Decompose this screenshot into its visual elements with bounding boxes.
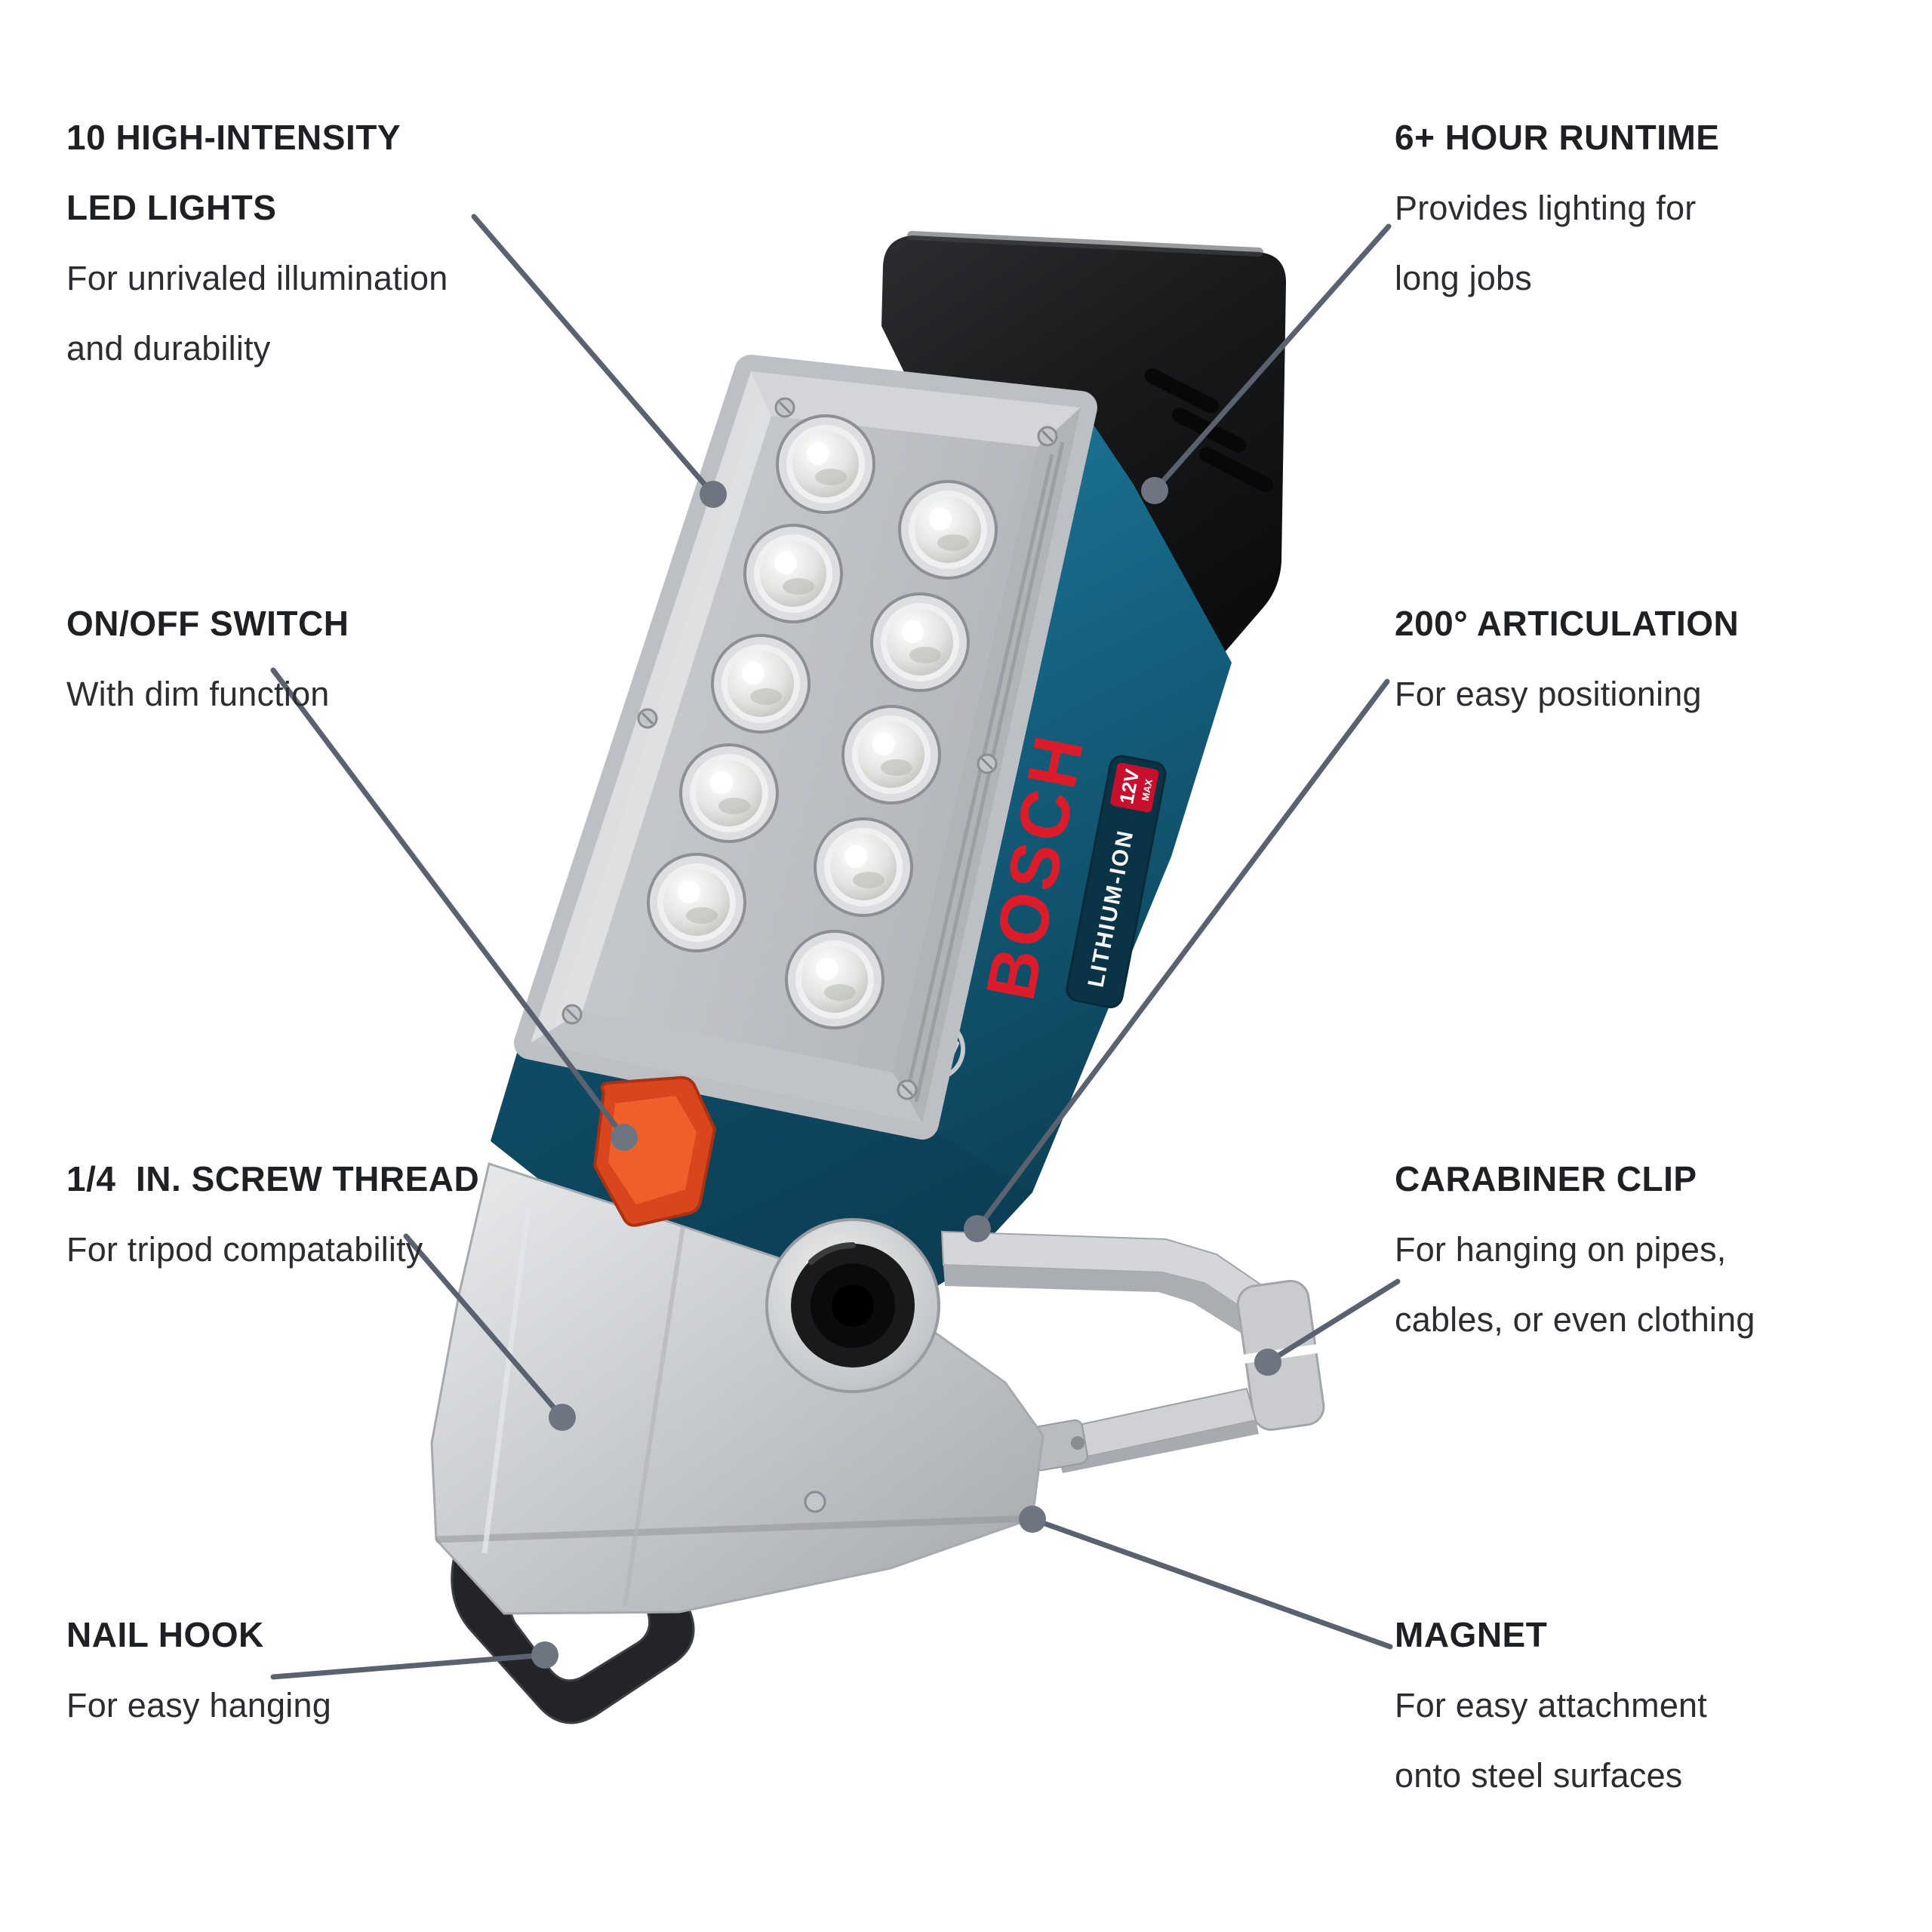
pivot-joint: [765, 1218, 940, 1393]
leader-switch: [270, 667, 627, 1140]
dot-runtime: [1141, 477, 1168, 504]
leader-led: [471, 214, 716, 497]
callout-title: ON/OFF SWITCH: [66, 604, 349, 643]
callout-title: 200° ARTICULATION: [1395, 604, 1740, 643]
callout-nail-hook: NAIL HOOK For easy hanging: [66, 1586, 580, 1740]
power-badge-sublabel: MAX: [1140, 778, 1155, 802]
callout-title: CARABINER CLIP: [1395, 1159, 1697, 1198]
led-light: [841, 705, 941, 804]
dot-magnet: [1019, 1506, 1046, 1533]
callout-title: LED LIGHTS: [66, 188, 277, 227]
led-array: [647, 414, 998, 1029]
leader-magnet: [1029, 1516, 1393, 1650]
power-badge: [1110, 762, 1159, 813]
led-light: [814, 817, 913, 917]
callout-carabiner: CARABINER CLIP For hanging on pipes, cab…: [1395, 1131, 1923, 1355]
dot-articulation: [964, 1215, 991, 1242]
dot-led: [700, 481, 727, 508]
callout-body: For unrivaled illumination: [66, 259, 448, 297]
led-light: [711, 634, 811, 734]
callout-switch: ON/OFF SWITCH With dim function: [66, 575, 580, 729]
leader-nail: [270, 1652, 548, 1680]
callout-body: For easy hanging: [66, 1686, 331, 1724]
led-light: [776, 414, 875, 514]
leader-articulation: [974, 678, 1390, 1232]
callout-title: 1/4 IN. SCREW THREAD: [66, 1159, 480, 1198]
led-light: [679, 743, 779, 843]
carabiner-clip: [940, 1230, 1325, 1473]
led-light: [785, 930, 884, 1029]
callout-articulation: 200° ARTICULATION For easy positioning: [1395, 575, 1923, 729]
callout-body: For hanging on pipes,: [1395, 1230, 1727, 1269]
lithium-ion-plate: LITHIUM-ION 12V MAX: [1066, 755, 1167, 1008]
led-head-panel: [514, 355, 1097, 1140]
callout-led-lights: 10 HIGH-INTENSITY LED LIGHTS For unrival…: [66, 89, 580, 383]
leader-dots: [531, 477, 1281, 1669]
callout-title: NAIL HOOK: [66, 1615, 264, 1654]
callout-magnet: MAGNET For easy attachment onto steel su…: [1395, 1586, 1923, 1810]
callout-body: Provides lighting for: [1395, 189, 1697, 227]
leader-screw: [403, 1233, 565, 1420]
callout-body: With dim function: [66, 675, 330, 713]
callout-runtime: 6+ HOUR RUNTIME Provides lighting for lo…: [1395, 89, 1923, 313]
callout-title: 10 HIGH-INTENSITY: [66, 118, 401, 157]
led-light: [743, 524, 843, 623]
led-light: [870, 592, 970, 692]
led-light: [898, 480, 998, 580]
dot-screw: [549, 1404, 576, 1431]
callout-body: onto steel surfaces: [1395, 1756, 1683, 1795]
leader-lines: [270, 214, 1401, 1680]
callout-body: long jobs: [1395, 259, 1532, 297]
callout-title: MAGNET: [1395, 1615, 1548, 1654]
callout-body: For easy attachment: [1395, 1686, 1707, 1724]
dot-carabiner: [1254, 1349, 1281, 1376]
callout-body: and durability: [66, 329, 271, 368]
callout-title: 6+ HOUR RUNTIME: [1395, 118, 1720, 157]
leader-runtime: [1152, 223, 1392, 494]
callout-body: cables, or even clothing: [1395, 1300, 1755, 1339]
on-off-switch[interactable]: [592, 1075, 717, 1227]
callout-body: For tripod compatability: [66, 1230, 423, 1269]
callout-body: For easy positioning: [1395, 675, 1702, 713]
dot-switch: [611, 1124, 638, 1151]
led-light: [647, 853, 746, 952]
dot-nail: [531, 1641, 558, 1669]
panel-screws: [561, 397, 1058, 1100]
leader-carabiner: [1265, 1278, 1401, 1365]
callout-screw-thread: 1/4 IN. SCREW THREAD For tripod compatab…: [66, 1131, 580, 1284]
